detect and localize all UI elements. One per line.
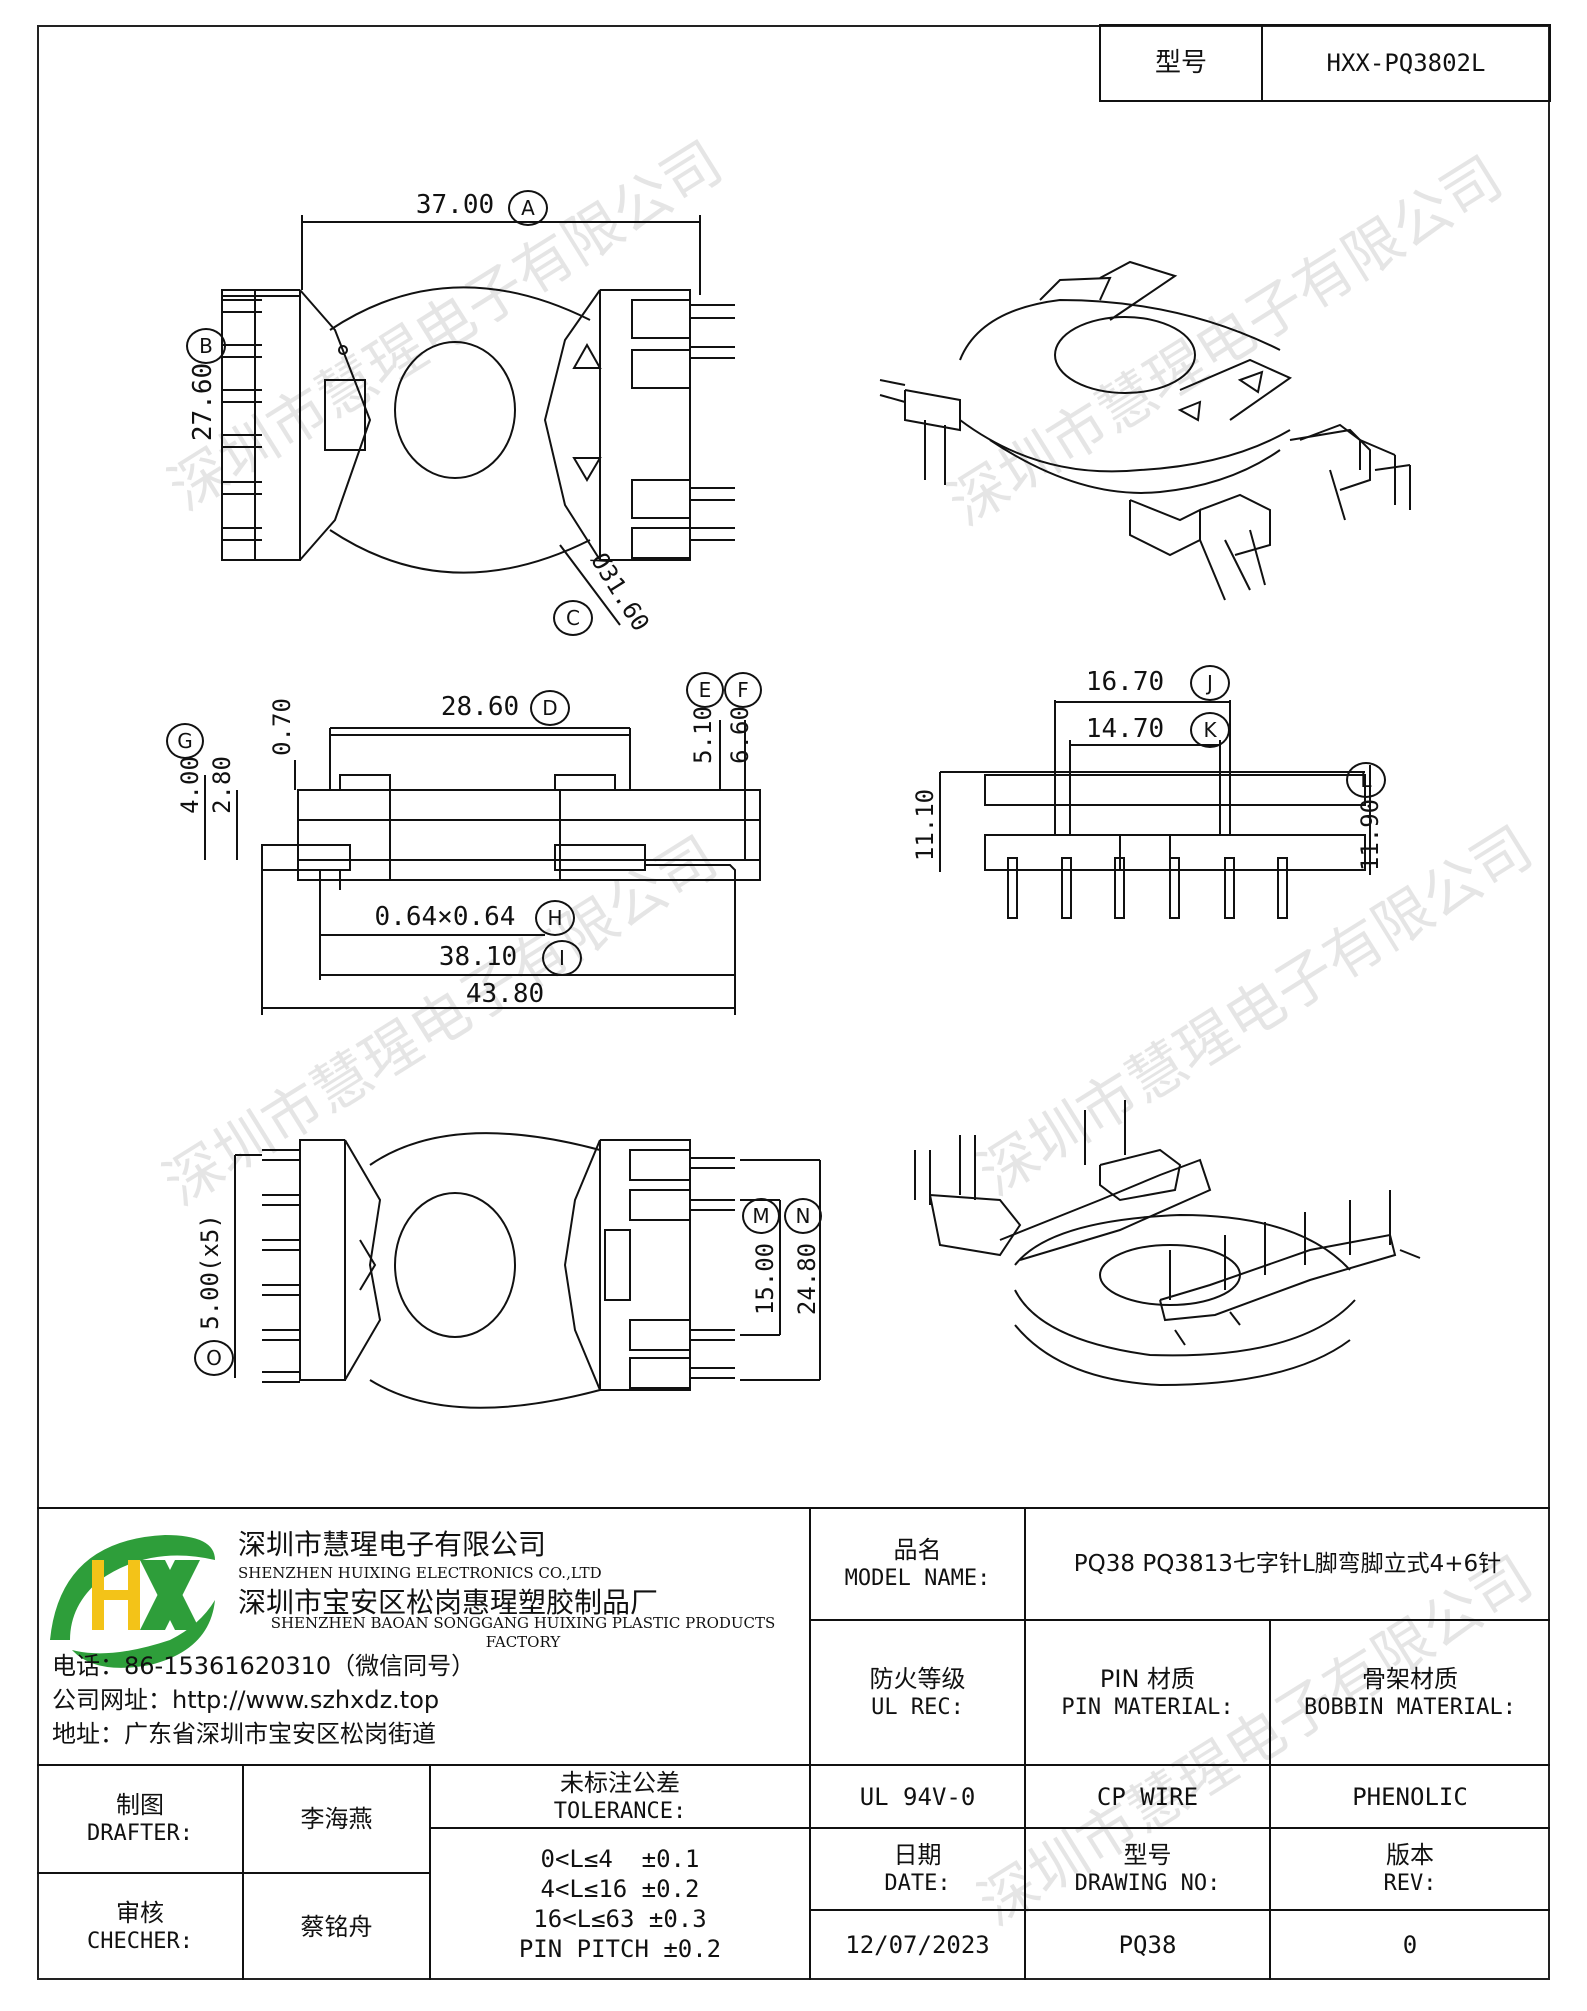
dim-C-letter: C (553, 600, 593, 636)
tolerance-line: 4<L≤16 ±0.2 (540, 1875, 700, 1903)
iso-top-view (879, 260, 1411, 601)
dim-M-letter: M (742, 1198, 780, 1234)
date-value: 12/07/2023 (845, 1931, 990, 1959)
drawing-no-value: PQ38 (1118, 1931, 1177, 1959)
ul-rec-value: UL 94V-0 (859, 1782, 976, 1811)
pin-material-en: PIN MATERIAL: (1061, 1694, 1234, 1720)
dim-A-value: 37.00 (415, 189, 495, 220)
checker-cn: 审核 (116, 1898, 164, 1927)
model-name-en: MODEL NAME: (844, 1566, 991, 1592)
drawing-sheet (37, 25, 1550, 1980)
tolerance-line: 16<L≤63 ±0.3 (533, 1905, 707, 1933)
dim-K-letter: K (1190, 712, 1230, 748)
tolerance-label: 未标注公差 TOLERANCE: (430, 1765, 810, 1828)
ul-rec-label: 防火等级 UL REC: (810, 1620, 1025, 1765)
dim-D-letter: D (530, 690, 570, 726)
dim-H-value: 0.64×0.64 (374, 901, 516, 932)
dim-N-value: 24.80 (793, 1242, 821, 1316)
dim-K-value: 14.70 (1085, 713, 1165, 744)
dim-E-letter: E (686, 672, 724, 708)
model-name-label: 品名 MODEL NAME: (810, 1508, 1025, 1620)
dim-O-value: 5.00(x5) (196, 1214, 224, 1330)
company-name-cn: 深圳市慧瑆电子有限公司 (238, 1527, 547, 1561)
rev-cn: 版本 (1386, 1841, 1434, 1870)
company-address: 地址：广东省深圳市宝安区松岗街道 (52, 1720, 436, 1748)
ul-rec-en: UL REC: (871, 1694, 964, 1720)
dim-B-letter: B (186, 328, 226, 364)
dim-M-value: 15.00 (751, 1242, 779, 1316)
dim-L-letter: L (1346, 762, 1386, 798)
title-block-grid (37, 1507, 1550, 1980)
tolerance-line: PIN PITCH ±0.2 (518, 1935, 722, 1963)
rev-label: 版本 REV: (1270, 1828, 1550, 1910)
drawing-no-cn: 型号 (1123, 1841, 1172, 1870)
dim-O-letter: O (194, 1340, 234, 1376)
dim-J-letter: J (1190, 665, 1230, 701)
factory-name-cn: 深圳市宝安区松岗惠瑆塑胶制品厂 (238, 1585, 659, 1619)
factory-name-en: SHENZHEN BAOAN SONGGANG HUIXING PLASTIC … (270, 1614, 776, 1651)
dim-J-value: 16.70 (1085, 666, 1165, 697)
tolerance-en: TOLERANCE: (553, 1798, 687, 1824)
dim-total-width-value: 43.80 (465, 978, 545, 1009)
dim-G-sub-value: 2.80 (208, 756, 236, 814)
date-label: 日期 DATE: (810, 1828, 1025, 1910)
dim-G-letter: G (166, 723, 204, 759)
bottom-left-pins (262, 1149, 300, 1383)
bobbin-material-value: PHENOLIC (1352, 1782, 1468, 1811)
pin-material-label: PIN 材质 PIN MATERIAL: (1025, 1620, 1270, 1765)
tolerance-line: 0<L≤4 ±0.1 (540, 1845, 700, 1873)
pin-material-value: CP WIRE (1096, 1782, 1199, 1811)
left-pins (222, 299, 262, 541)
dim-I-letter: I (542, 940, 582, 976)
tolerance-list: 0<L≤4 ±0.1 4<L≤16 ±0.2 16<L≤63 ±0.3 PIN … (430, 1828, 810, 1980)
model-header-box (1099, 24, 1551, 102)
dim-A-letter: A (508, 190, 548, 226)
company-name-en: SHENZHEN HUIXING ELECTRONICS CO.,LTD (238, 1563, 602, 1582)
dim-D-value: 28.60 (440, 691, 520, 722)
date-en: DATE: (884, 1871, 951, 1897)
dim-top-gap-value: 0.70 (268, 698, 296, 756)
top-view (221, 215, 735, 626)
model-label: 型号 (1154, 47, 1207, 78)
drafter-en: DRAFTER: (87, 1821, 193, 1847)
side-pins (1007, 857, 1288, 919)
rev-en: REV: (1383, 1871, 1437, 1897)
drawing-no-en: DRAWING NO: (1074, 1871, 1221, 1897)
bobbin-material-en: BOBBIN MATERIAL: (1304, 1694, 1516, 1720)
drafter-cn: 制图 (116, 1791, 164, 1820)
checker-label: 审核 CHECHER: (37, 1873, 243, 1980)
checker-value: 蔡铭舟 (300, 1912, 373, 1941)
drawing-no-label: 型号 DRAWING NO: (1025, 1828, 1270, 1910)
tolerance-cn: 未标注公差 (560, 1768, 680, 1797)
drafter-label: 制图 DRAFTER: (37, 1765, 243, 1873)
dim-F-letter: F (724, 672, 762, 708)
dim-side-height-value: 11.10 (911, 788, 939, 862)
dim-N-letter: N (784, 1198, 822, 1234)
dim-L-value: 11.90 (1356, 798, 1384, 872)
drafter-value: 李海燕 (300, 1805, 373, 1833)
iso-bottom-view (914, 1100, 1421, 1387)
dim-I-value: 38.10 (438, 941, 518, 972)
model-name-cn: 品名 (893, 1536, 942, 1565)
bobbin-material-cn: 骨架材质 (1362, 1664, 1458, 1693)
dim-H-letter: H (535, 900, 575, 936)
company-phone: 电话：86-15361620310（微信同号） (52, 1652, 476, 1680)
dim-G-value: 4.00 (176, 756, 204, 814)
company-logo-mark (50, 1535, 215, 1668)
ul-rec-cn: 防火等级 (869, 1664, 966, 1693)
front-view (204, 720, 761, 1015)
model-value: HXX-PQ3802L (1326, 49, 1486, 77)
pin-material-cn: PIN 材质 (1099, 1664, 1196, 1693)
company-website: 公司网址：http://www.szhxdz.top (52, 1686, 440, 1714)
bottom-view (234, 1132, 821, 1409)
rev-value: 0 (1402, 1931, 1418, 1959)
bobbin-material-label: 骨架材质 BOBBIN MATERIAL: (1270, 1620, 1550, 1765)
date-cn: 日期 (893, 1841, 942, 1870)
model-name-value: PQ38 PQ3813七字针L脚弯脚立式4+6针 (1073, 1550, 1502, 1577)
checker-en: CHECHER: (87, 1928, 193, 1954)
